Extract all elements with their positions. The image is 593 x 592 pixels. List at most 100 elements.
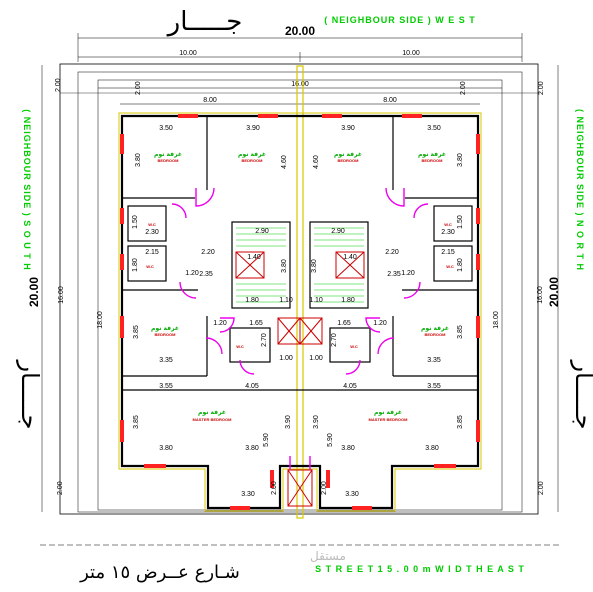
street-label-arabic: شـارع عــرض ١٥ متر: [79, 562, 240, 583]
svg-text:1.80: 1.80: [341, 297, 355, 304]
room-label-en: BEDROOM: [242, 158, 264, 163]
shaft-center: [277, 317, 323, 345]
watermark: مستقل: [310, 549, 346, 563]
svg-text:2.15: 2.15: [441, 249, 455, 256]
svg-text:3.35: 3.35: [427, 357, 441, 364]
entrance-shaft: [287, 469, 313, 507]
room-label-en: BEDROOM: [155, 332, 177, 337]
room-master-left: غرفة نوم MASTER BEDROOM: [193, 409, 233, 422]
staircase-right: [314, 227, 364, 303]
dim-bldg-left: 8.00: [203, 97, 217, 104]
svg-text:1.80: 1.80: [132, 258, 139, 272]
dim-left-16: 16.00: [58, 286, 65, 304]
right-total-dimension: 20.00: [547, 277, 561, 307]
room-label-ar: غرفة نوم: [198, 409, 226, 416]
svg-text:3.55: 3.55: [427, 383, 441, 390]
svg-text:1.50: 1.50: [132, 215, 139, 229]
svg-text:3.85: 3.85: [133, 415, 140, 429]
room-label-ar: غرفة نوم: [334, 151, 362, 158]
left-total-dimension: 20.00: [27, 277, 41, 307]
room-label-ar: غرفة نوم: [238, 151, 266, 158]
dim-right-16: 16.00: [537, 286, 544, 304]
svg-text:3.35: 3.35: [159, 357, 173, 364]
dim-setback-l1: 2.00: [55, 78, 62, 92]
svg-text:1.20: 1.20: [401, 270, 415, 277]
staircase-left: [236, 227, 286, 303]
room-label-en: BEDROOM: [422, 158, 444, 163]
dim-setback-r1: 2.00: [460, 81, 467, 95]
room-bedroom-tc-left: غرفة نوم BEDROOM: [238, 151, 266, 163]
svg-text:1.65: 1.65: [249, 320, 263, 327]
room-bedroom-mr: غرفة نوم BEDROOM: [421, 325, 449, 337]
room-label-ar: غرفة نوم: [374, 409, 402, 416]
svg-text:2.30: 2.30: [441, 229, 455, 236]
svg-text:4.05: 4.05: [245, 383, 259, 390]
svg-text:1.00: 1.00: [279, 355, 293, 362]
svg-text:3.85: 3.85: [457, 415, 464, 429]
svg-text:1.20: 1.20: [373, 320, 387, 327]
svg-text:5.90: 5.90: [327, 433, 334, 447]
dim-bldg-right: 8.00: [383, 97, 397, 104]
svg-text:1.65: 1.65: [337, 320, 351, 327]
room-label-en: BEDROOM: [425, 332, 447, 337]
room-label-en: BEDROOM: [338, 158, 360, 163]
svg-text:1.80: 1.80: [245, 297, 259, 304]
room-label-ar: غرفة نوم: [151, 325, 179, 332]
windows: [120, 114, 480, 510]
room-bedroom-ml: غرفة نوم BEDROOM: [151, 325, 179, 337]
room-bedroom-tc-right: غرفة نوم BEDROOM: [334, 151, 362, 163]
center-divider: [296, 65, 304, 519]
wc-label-6: W.C: [350, 344, 358, 349]
svg-text:3.90: 3.90: [341, 125, 355, 132]
dim-setback-l2: 2.00: [135, 81, 142, 95]
dim-left-18: 18.00: [97, 311, 104, 329]
neighbour-label-arabic-top: جـــــار: [166, 7, 243, 37]
room-bedroom-tr: غرفة نوم BEDROOM: [418, 151, 446, 163]
dim-setback-r2: 2.00: [538, 81, 545, 95]
plot-boundary: [59, 63, 539, 515]
svg-text:3.85: 3.85: [133, 325, 140, 339]
room-label-ar: غرفة نوم: [421, 325, 449, 332]
svg-text:3.80: 3.80: [135, 153, 142, 167]
room-label-ar: غرفة نوم: [418, 151, 446, 158]
svg-text:1.80: 1.80: [457, 258, 464, 272]
svg-text:3.80: 3.80: [311, 259, 318, 273]
neighbour-side-west-label: ( NEIGHBOUR SIDE ) W E S T: [324, 15, 476, 25]
svg-text:1.10: 1.10: [279, 297, 293, 304]
neighbour-label-arabic-left: جـــــار: [16, 360, 44, 430]
svg-text:3.80: 3.80: [281, 259, 288, 273]
svg-text:2.70: 2.70: [331, 333, 338, 347]
neighbour-side-south-label: ( NEIGHBOUR SIDE ) S O U T H: [22, 109, 32, 271]
elevator-left: [235, 251, 265, 279]
svg-text:2.35: 2.35: [387, 271, 401, 278]
room-label-en: MASTER BEDROOM: [369, 417, 409, 422]
elevator-right: [335, 251, 365, 279]
svg-text:3.85: 3.85: [457, 325, 464, 339]
svg-text:1.20: 1.20: [213, 320, 227, 327]
svg-text:3.80: 3.80: [425, 445, 439, 452]
neighbour-label-arabic-right: جـــــار: [570, 360, 593, 430]
room-master-right: غرفة نوم MASTER BEDROOM: [369, 409, 409, 422]
room-label-en: MASTER BEDROOM: [193, 417, 233, 422]
svg-text:1.50: 1.50: [457, 215, 464, 229]
svg-text:3.80: 3.80: [159, 445, 173, 452]
dim-half-right: 10.00: [402, 50, 420, 57]
svg-text:1.00: 1.00: [309, 355, 323, 362]
svg-text:3.50: 3.50: [159, 125, 173, 132]
svg-text:2.70: 2.70: [261, 333, 268, 347]
svg-text:4.60: 4.60: [281, 155, 288, 169]
doors: [171, 187, 429, 470]
svg-text:2.90: 2.90: [255, 228, 269, 235]
total-width-dimension: 20.00: [285, 24, 315, 38]
svg-text:3.50: 3.50: [427, 125, 441, 132]
svg-text:2.20: 2.20: [385, 249, 399, 256]
room-dimensions: 3.50 3.90 3.90 3.50 3.80 4.60 4.60 3.80 …: [132, 125, 464, 498]
room-label-en: BEDROOM: [158, 158, 180, 163]
street-label-english: S T R E E T 1 5 . 0 0 m W I D T H E A S …: [315, 564, 525, 574]
svg-text:3.30: 3.30: [241, 491, 255, 498]
svg-text:2.00: 2.00: [321, 481, 328, 495]
svg-text:2.20: 2.20: [201, 249, 215, 256]
svg-text:3.55: 3.55: [159, 383, 173, 390]
svg-text:2.90: 2.90: [331, 228, 345, 235]
neighbour-side-north-label: ( NEIGHBOUR SIDE ) N O R T H: [575, 109, 585, 271]
